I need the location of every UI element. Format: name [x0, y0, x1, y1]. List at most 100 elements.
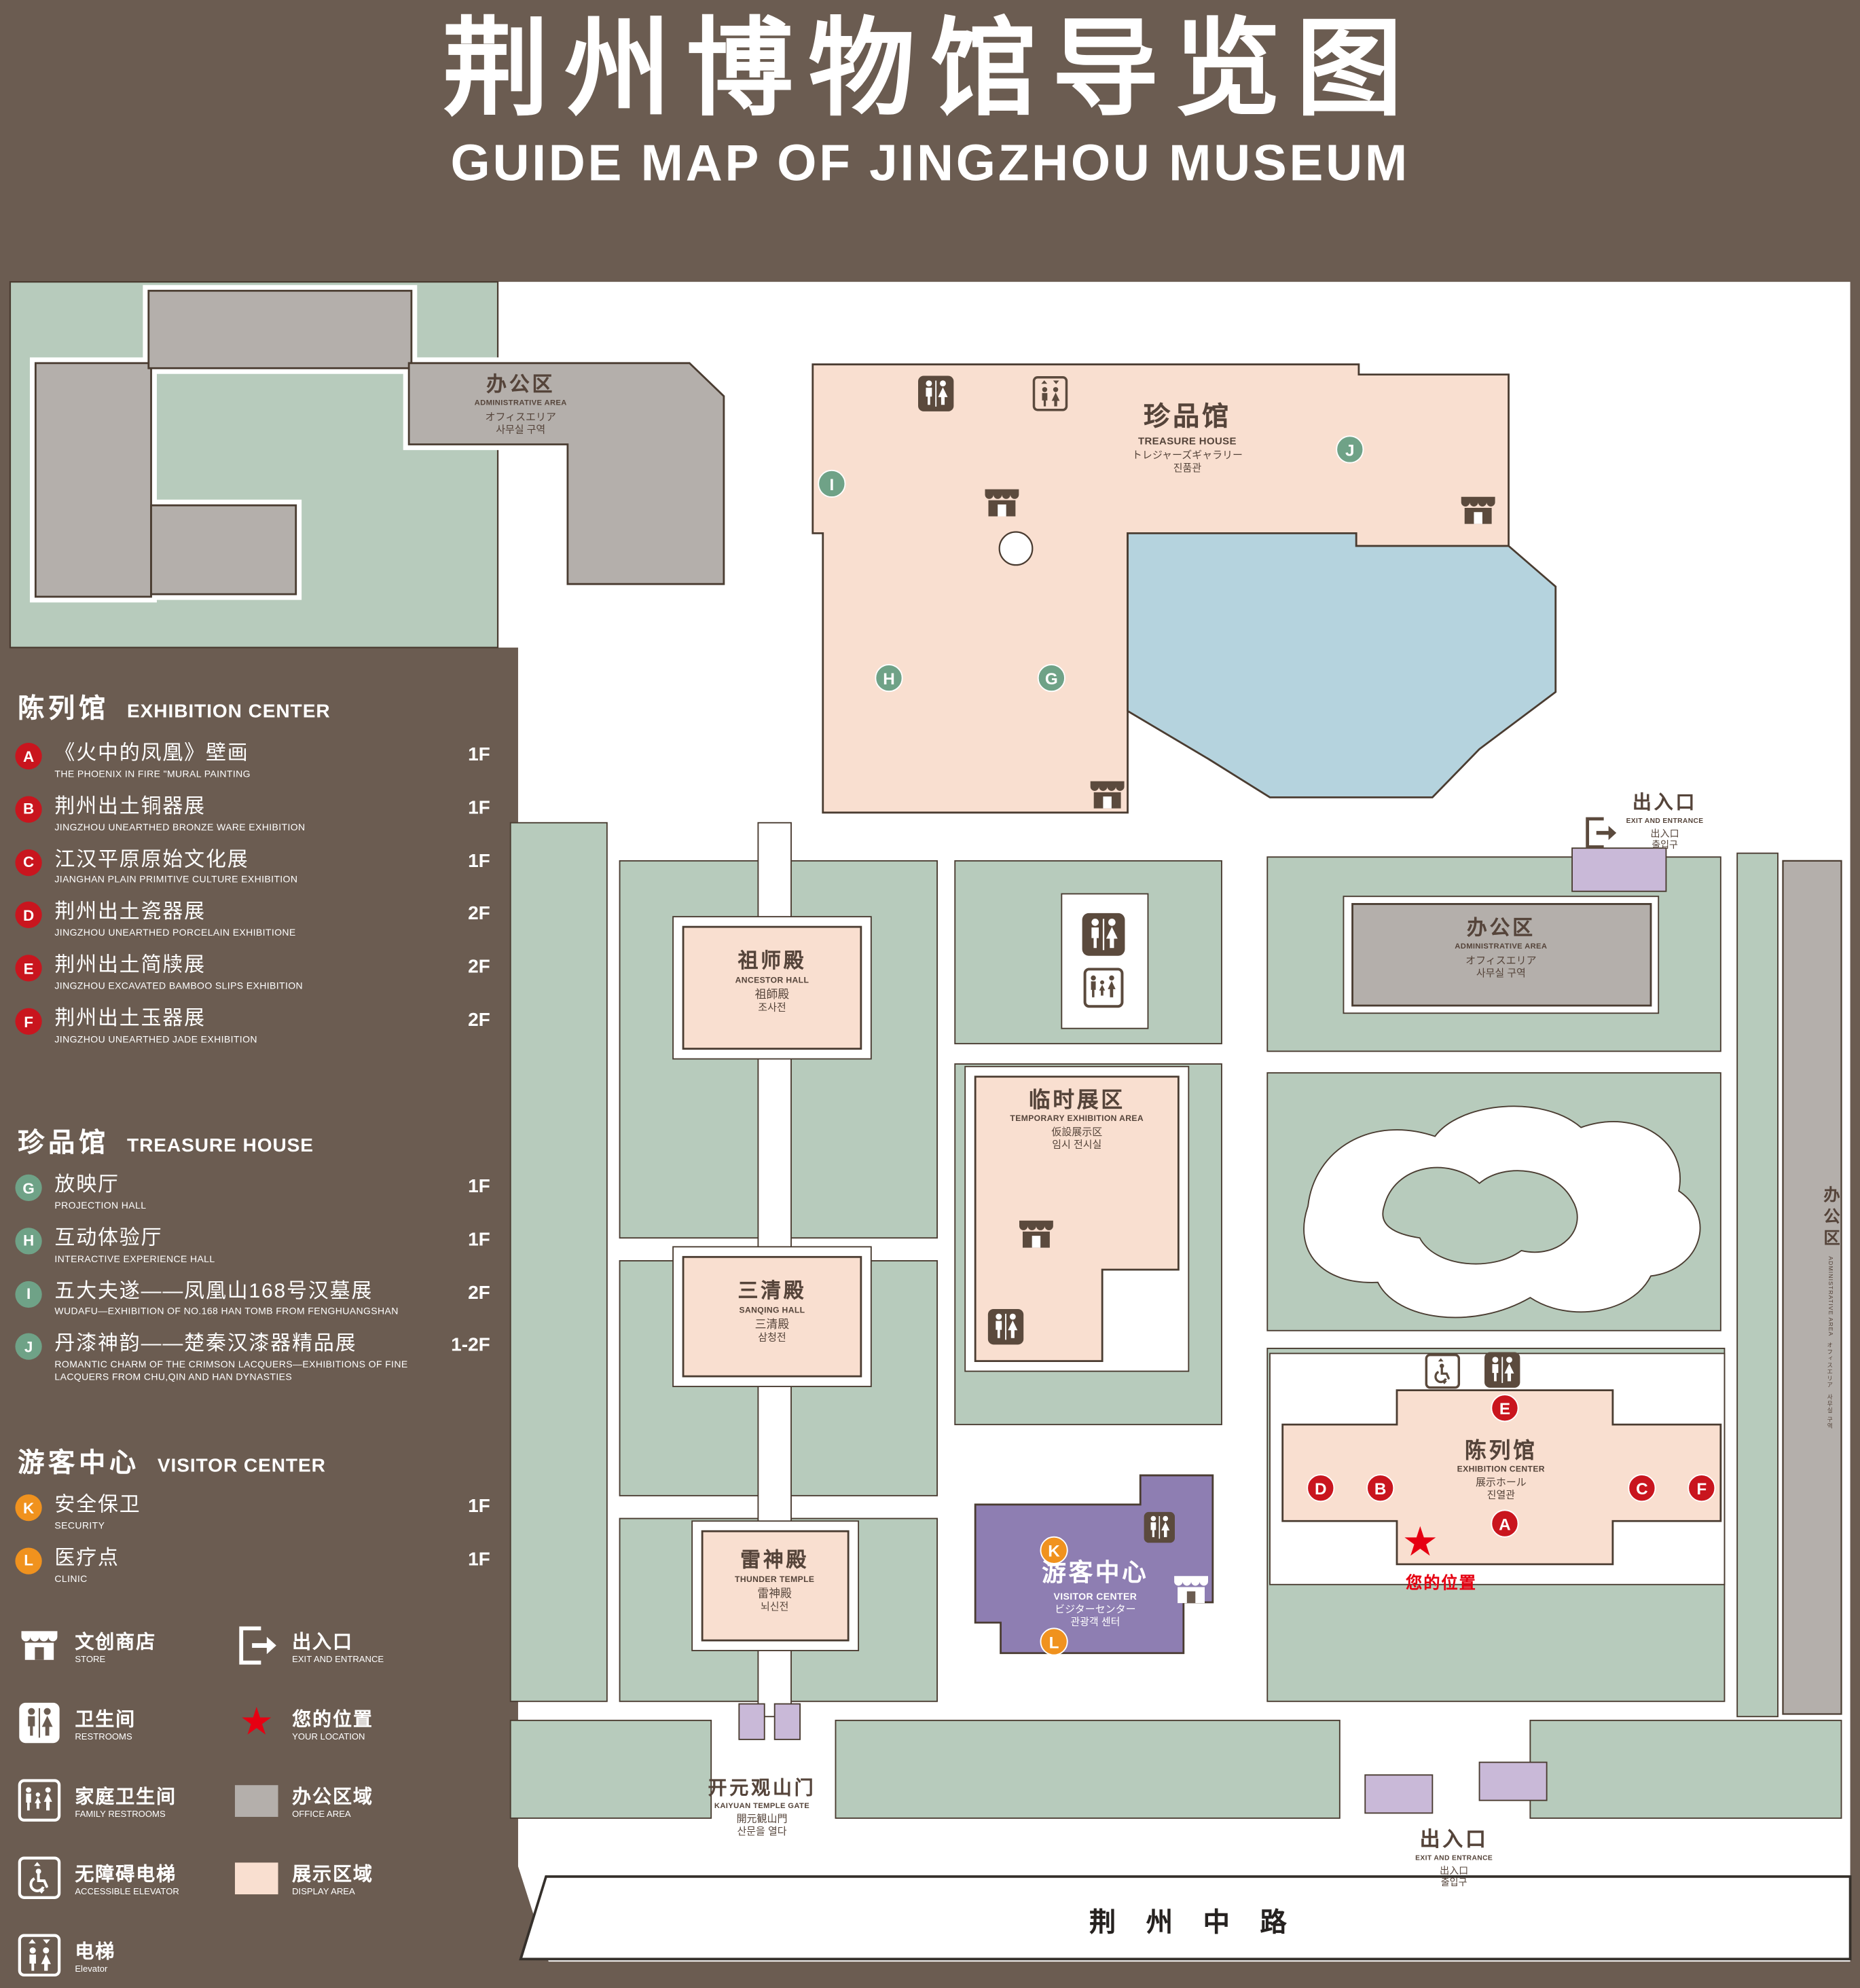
symbol-display-zh: 展示区域 [292, 1863, 373, 1885]
store-icon [1458, 490, 1499, 531]
treasure-house-en: TREASURE HOUSE [1137, 435, 1237, 447]
road [519, 1875, 1852, 1961]
family-restroom-icon [1083, 968, 1124, 1008]
item-g-zh: 放映厅 [54, 1174, 120, 1196]
ancestor-ja: 祖師殿 [754, 988, 790, 1001]
road-name: 荆 州 中 路 [1089, 1908, 1298, 1938]
symbol-accessible-en: ACCESSIBLE ELEVATOR [75, 1887, 179, 1896]
symbol-elevator-en: Elevator [75, 1964, 108, 1974]
header: 荆州博物馆导览图 GUIDE MAP OF JINGZHOU MUSEUM [0, 0, 1860, 192]
fountain [998, 531, 1034, 566]
store-icon [1016, 1214, 1057, 1255]
symbol-office-en: OFFICE AREA [292, 1809, 351, 1819]
badge-a: A [15, 742, 42, 770]
floor-e: 2F [468, 956, 490, 978]
temporary-ja: 仮設展示区 [1051, 1126, 1103, 1139]
floor-k: 1F [468, 1495, 490, 1517]
admin-east-en: ADMINISTRATIVE AREA [1455, 943, 1548, 951]
ancestor-zh: 祖师殿 [737, 951, 807, 973]
gate-zh: 开元观山门 [708, 1778, 816, 1799]
exit-icon [235, 1624, 278, 1668]
floor-g: 1F [468, 1175, 490, 1198]
page-title: 荆州博物馆导览图 [442, 9, 1418, 128]
exit-south-ko: 출입구 [1440, 1877, 1467, 1889]
visitor-zh: 游客中心 [1042, 1560, 1149, 1587]
admin-strip-zh: 办公区 [1821, 1185, 1840, 1251]
label-visitor-center: 游客中心 VISITOR CENTER ビジターセンター 관광객 센터 [1010, 1559, 1181, 1629]
sanqing-zh: 三清殿 [737, 1281, 807, 1303]
admin-strip-en: ADMINISTRATIVE AREA [1827, 1256, 1834, 1337]
exit-south-zh: 出入口 [1419, 1829, 1489, 1852]
item-f-text: 荆州出土玉器展 JINGZHOU UNEARTHED JADE EXHIBITIO… [54, 1007, 257, 1046]
floor-a: 1F [468, 743, 490, 766]
symbol-elevator-zh: 电梯 [75, 1940, 116, 1963]
item-f-zh: 荆州出土玉器展 [54, 1008, 206, 1030]
map-badge-c: C [1628, 1474, 1656, 1503]
badge-f: F [15, 1008, 42, 1035]
visitor-en: VISITOR CENTER [1053, 1590, 1137, 1602]
symbol-exit-en: EXIT AND ENTRANCE [292, 1655, 384, 1664]
label-gate: 开元观山门 KAIYUAN TEMPLE GATE 開元観山門 산문을 열다 [686, 1778, 838, 1839]
item-e-en: JINGZHOU EXCAVATED BAMBOO SLIPS EXHIBITI… [54, 980, 304, 992]
map-badge-a: A [1491, 1509, 1519, 1538]
floor-l: 1F [468, 1549, 490, 1570]
symbol-family-zh: 家庭卫生间 [75, 1786, 177, 1807]
admin-east-ko: 사무실 구역 [1476, 967, 1526, 978]
exit-south-en: EXIT AND ENTRANCE [1415, 1855, 1493, 1863]
badge-h: H [15, 1227, 42, 1255]
symbol-restrooms-en: RESTROOMS [75, 1732, 132, 1742]
symbol-accessible-zh: 无障碍电梯 [75, 1863, 177, 1885]
display-area-swatch [234, 1856, 278, 1900]
admin-strip-building [1782, 860, 1842, 1715]
floor-j: 1-2F [451, 1335, 490, 1357]
restroom-icon [1143, 1511, 1176, 1544]
restroom-icon [1080, 912, 1126, 957]
exit-icon [1582, 815, 1618, 851]
item-b-zh: 荆州出土铜器展 [54, 796, 206, 817]
pond [1127, 532, 1557, 798]
temporary-zh: 临时展区 [1028, 1088, 1125, 1113]
treasure-house-ja: トレジャーズギャラリー [1131, 449, 1243, 462]
label-sanqing-hall: 三清殿 SANQING HALL 三清殿 삼청전 [696, 1280, 848, 1345]
map-badge-k: K [1040, 1536, 1068, 1564]
item-c-en: JIANGHAN PLAIN PRIMITIVE CULTURE EXHIBIT… [54, 874, 298, 885]
map-badge-l: L [1040, 1627, 1068, 1656]
section-treasure-en: TREASURE HOUSE [127, 1135, 314, 1157]
section-visitor-en: VISITOR CENTER [157, 1455, 326, 1477]
label-admin-strip: 办公区 ADMINISTRATIVE AREA オフィスエリア 사무실 구역 [1782, 1118, 1843, 1498]
map-badge-j: J [1336, 435, 1364, 464]
visitor-ja: ビジターセンター [1055, 1604, 1136, 1615]
thunder-zh: 雷神殿 [740, 1550, 809, 1572]
label-admin-east: 办公区 ADMINISTRATIVE AREA オフィスエリア 사무실 구역 [1406, 917, 1597, 980]
gate-ko: 산문을 열다 [737, 1826, 787, 1838]
exhibition-zh: 陈列馆 [1465, 1438, 1537, 1463]
label-exit-ne: 出入口 EXIT AND ENTRANCE 出入口 출입구 [1623, 792, 1707, 851]
section-visitor-zh: 游客中心 [18, 1448, 140, 1478]
symbol-accessible-text: 无障碍电梯 ACCESSIBLE ELEVATOR [75, 1860, 179, 1896]
item-f-en: JINGZHOU UNEARTHED JADE EXHIBITION [54, 1033, 257, 1045]
item-h-en: INTERACTIVE EXPERIENCE HALL [54, 1252, 215, 1264]
